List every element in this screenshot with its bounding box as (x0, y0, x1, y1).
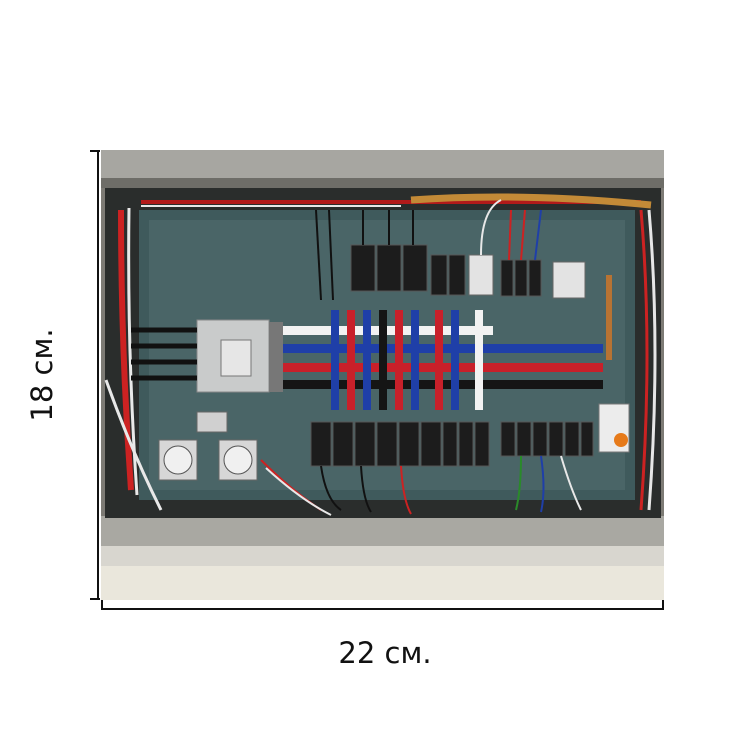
height-label: 18 см. (25, 328, 59, 422)
width-label: 22 см. (338, 636, 432, 670)
height-dimension-line (97, 150, 99, 600)
electrical-panel-photo (101, 150, 664, 600)
width-dimension-tick-left (101, 600, 103, 610)
height-dimension-tick-bottom (90, 598, 100, 600)
width-dimension-line (101, 608, 664, 610)
width-dimension-tick-right (662, 600, 664, 610)
height-dimension-tick-top (90, 150, 100, 152)
